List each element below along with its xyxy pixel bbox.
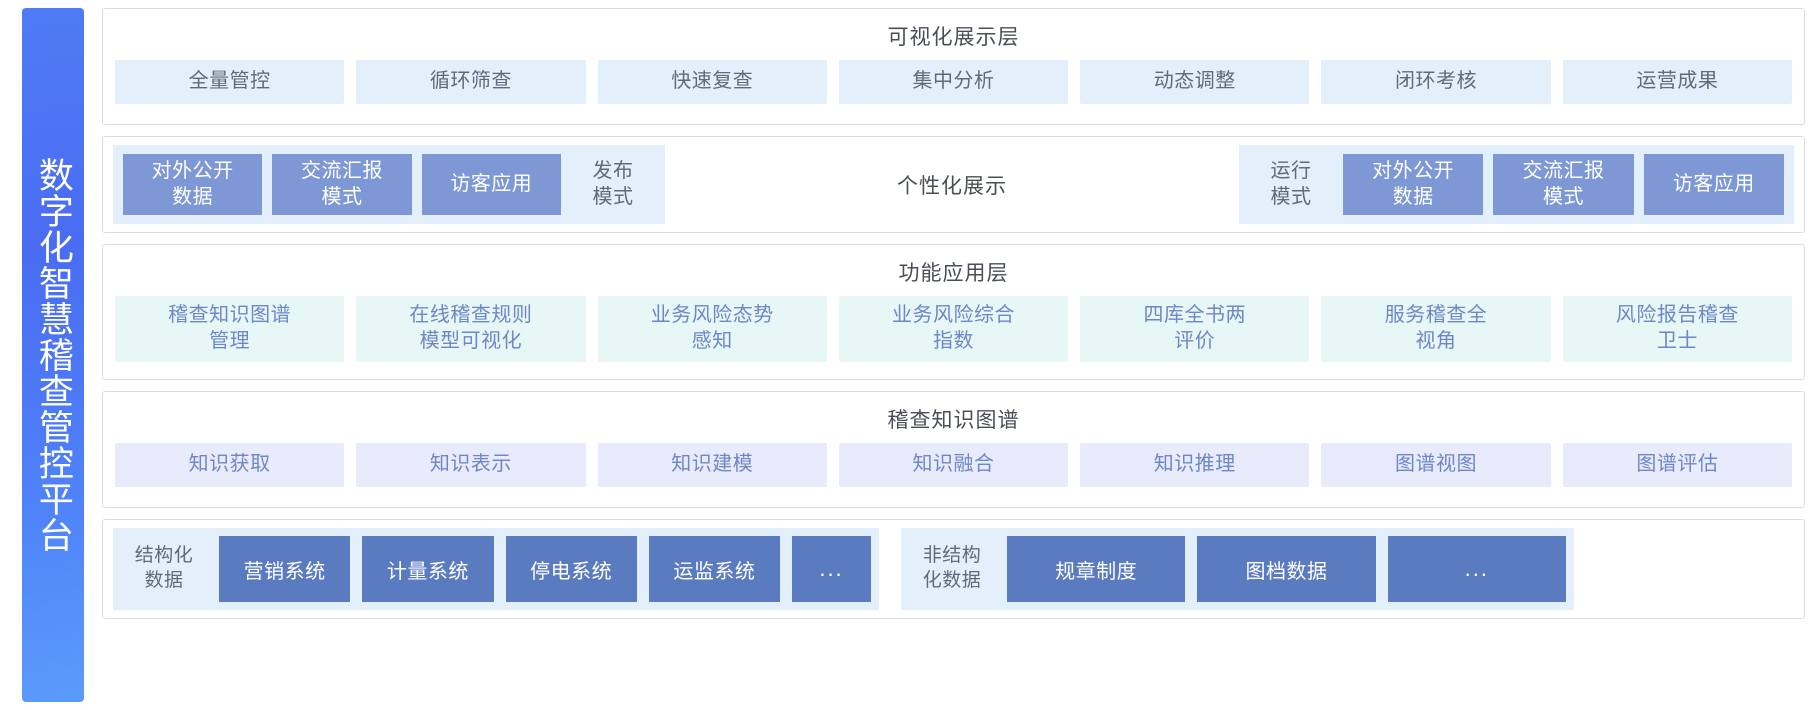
layer-function-application: 功能应用层 稽查知识图谱管理 在线稽查规则模型可视化 业务风险态势感知 业务风险… xyxy=(102,244,1805,380)
layer-function-application-items: 稽查知识图谱管理 在线稽查规则模型可视化 业务风险态势感知 业务风险综合指数 四… xyxy=(103,296,1804,374)
chip-function-4[interactable]: 四库全书两评价 xyxy=(1080,296,1310,362)
chip-visualization-0[interactable]: 全量管控 xyxy=(115,60,345,104)
chip-knowledge-0[interactable]: 知识获取 xyxy=(115,443,345,487)
chip-knowledge-2[interactable]: 知识建模 xyxy=(597,443,827,487)
chip-function-5[interactable]: 服务稽查全视角 xyxy=(1321,296,1551,362)
layer-stack: 可视化展示层 全量管控 循环筛查 快速复查 集中分析 动态调整 闭环考核 运营成… xyxy=(102,8,1805,702)
layer-personalized-display: 对外公开数据 交流汇报模式 访客应用 发布模式 个性化展示 运行模式 对外公开数… xyxy=(102,136,1805,233)
layer-visualization-title: 可视化展示层 xyxy=(887,26,1020,49)
cell-left-2[interactable]: 访客应用 xyxy=(421,154,561,215)
data-box-regulations[interactable]: 规章制度 xyxy=(1007,536,1186,602)
chip-function-2[interactable]: 业务风险态势感知 xyxy=(597,296,827,362)
chip-visualization-6[interactable]: 运营成果 xyxy=(1562,60,1792,104)
chip-function-1[interactable]: 在线稽查规则模型可视化 xyxy=(356,296,586,362)
cell-right-1[interactable]: 对外公开数据 xyxy=(1343,154,1484,215)
cell-left-0[interactable]: 对外公开数据 xyxy=(123,154,263,215)
platform-title: 数字化智慧稽查管控平台 xyxy=(33,157,73,553)
personalized-left-group: 对外公开数据 交流汇报模式 访客应用 发布模式 xyxy=(113,145,665,224)
structured-data-label: 结构化数据 xyxy=(134,545,194,591)
chip-visualization-3[interactable]: 集中分析 xyxy=(838,60,1069,104)
cell-left-1[interactable]: 交流汇报模式 xyxy=(272,154,412,215)
chip-visualization-1[interactable]: 循环筛查 xyxy=(356,60,586,104)
data-box-metering[interactable]: 计量系统 xyxy=(362,536,494,602)
layer-knowledge-graph-items: 知识获取 知识表示 知识建模 知识融合 知识推理 图谱视图 图谱评估 xyxy=(103,443,1804,499)
data-box-marketing[interactable]: 营销系统 xyxy=(219,536,351,602)
chip-function-3[interactable]: 业务风险综合指数 xyxy=(838,296,1069,362)
chip-knowledge-3[interactable]: 知识融合 xyxy=(838,443,1069,487)
chip-knowledge-1[interactable]: 知识表示 xyxy=(356,443,586,487)
chip-visualization-4[interactable]: 动态调整 xyxy=(1080,60,1310,104)
layer-function-application-title: 功能应用层 xyxy=(898,262,1009,285)
personalized-display-label: 个性化展示 xyxy=(665,145,1239,224)
cell-left-3[interactable]: 发布模式 xyxy=(592,160,634,208)
chip-visualization-5[interactable]: 闭环考核 xyxy=(1321,60,1551,104)
platform-banner: 数字化智慧稽查管控平台 xyxy=(22,8,84,702)
chip-function-6[interactable]: 风险报告稽查卫士 xyxy=(1562,296,1792,362)
chip-knowledge-6[interactable]: 图谱评估 xyxy=(1562,443,1792,487)
cell-right-2[interactable]: 交流汇报模式 xyxy=(1493,154,1634,215)
cell-right-0[interactable]: 运行模式 xyxy=(1270,160,1312,208)
layer-visualization: 可视化展示层 全量管控 循环筛查 快速复查 集中分析 动态调整 闭环考核 运营成… xyxy=(102,8,1805,125)
data-box-unstructured-more[interactable]: ... xyxy=(1387,536,1566,602)
personalized-right-group: 运行模式 对外公开数据 交流汇报模式 访客应用 xyxy=(1239,145,1794,224)
unstructured-data-group: 非结构化数据 规章制度 图档数据 ... xyxy=(901,528,1574,610)
chip-function-0[interactable]: 稽查知识图谱管理 xyxy=(115,296,345,362)
chip-knowledge-5[interactable]: 图谱视图 xyxy=(1321,443,1551,487)
cell-right-3[interactable]: 访客应用 xyxy=(1643,154,1784,215)
chip-knowledge-4[interactable]: 知识推理 xyxy=(1080,443,1310,487)
chip-visualization-2[interactable]: 快速复查 xyxy=(597,60,827,104)
data-box-outage[interactable]: 停电系统 xyxy=(505,536,637,602)
data-box-archive[interactable]: 图档数据 xyxy=(1197,536,1376,602)
data-box-operation-monitor[interactable]: 运监系统 xyxy=(648,536,780,602)
layer-data-source: 结构化数据 营销系统 计量系统 停电系统 运监系统 ... 非结构化数据 规章制… xyxy=(102,519,1805,619)
data-box-structured-more[interactable]: ... xyxy=(792,536,871,602)
layer-knowledge-graph: 稽查知识图谱 知识获取 知识表示 知识建模 知识融合 知识推理 图谱视图 图谱评… xyxy=(102,391,1805,508)
layer-visualization-items: 全量管控 循环筛查 快速复查 集中分析 动态调整 闭环考核 运营成果 xyxy=(103,60,1804,116)
layer-knowledge-graph-title: 稽查知识图谱 xyxy=(887,409,1020,432)
unstructured-data-label: 非结构化数据 xyxy=(922,545,982,591)
structured-data-group: 结构化数据 营销系统 计量系统 停电系统 运监系统 ... xyxy=(113,528,879,610)
